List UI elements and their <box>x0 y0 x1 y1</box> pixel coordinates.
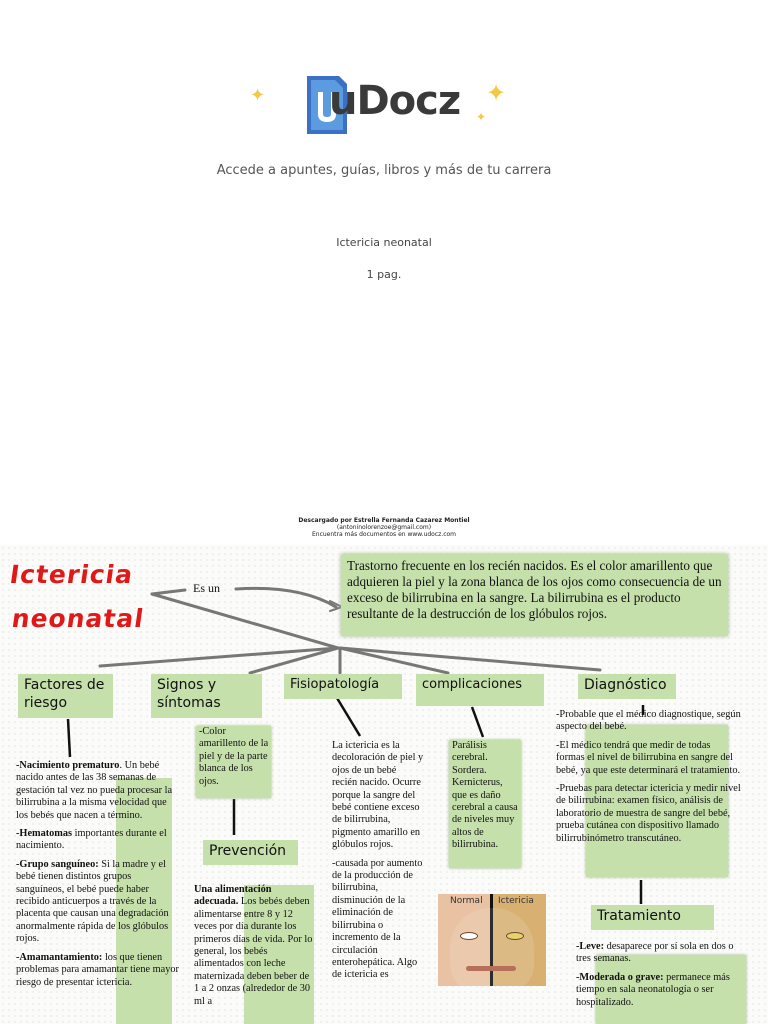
download-link[interactable]: Encuentra más documentos en www.udocz.co… <box>311 531 457 538</box>
icteric-eye <box>506 932 524 940</box>
connector-label: Es un <box>193 581 220 595</box>
label-diagnostico: Diagnóstico <box>578 674 676 699</box>
jaundice-comparison-image: Normal Ictericia <box>438 894 546 986</box>
label-signos-sintomas: Signos y síntomas <box>151 674 262 718</box>
diagnostico-box <box>586 725 728 877</box>
label-factores-riesgo: Factores de riesgo <box>18 674 113 718</box>
document-title: Ictericia neonatal <box>336 236 432 249</box>
download-email: (antoninolorenzoe@gmail.com) <box>336 524 432 531</box>
icteric-label: Ictericia <box>498 896 534 906</box>
highlight-block <box>116 778 172 1024</box>
udocz-logo-icon <box>307 76 347 134</box>
normal-eye <box>460 932 478 940</box>
factores-text: -Nacimiento prematuro. Un bebé nacido an… <box>16 760 179 988</box>
diagnostico-text: -Probable que el médico diagnostique, se… <box>556 709 741 844</box>
label-complicaciones: complicaciones <box>416 674 544 706</box>
normal-label: Normal <box>450 896 483 906</box>
label-fisiopatologia: Fisiopatología <box>284 674 402 699</box>
definition-box: Trastorno frecuente en los recién nacido… <box>341 554 728 636</box>
label-tratamiento: Tratamiento <box>591 905 714 930</box>
sparkle-icon: ✦ <box>250 85 266 106</box>
sparkle-icon: ✦ <box>486 79 507 107</box>
download-credit: Descargado por Estrella Fernanda Cazarez… <box>298 517 470 524</box>
map-title-line1: Ictericia <box>7 560 136 589</box>
document-cover: ✦ ✦ ✦ uDocz Accede a apuntes, guías, lib… <box>216 72 552 538</box>
map-title-line2: neonatal <box>9 604 147 633</box>
tagline: Accede a apuntes, guías, libros y más de… <box>216 163 552 178</box>
sparkle-icon: ✦ <box>476 110 487 124</box>
tratamiento-text: -Leve: desaparece por sí sola en dos o t… <box>576 941 734 1008</box>
complicaciones-box <box>449 740 521 868</box>
connector-lines <box>66 586 645 904</box>
signos-text: -Color amarillento de la piel y de la pa… <box>199 726 269 787</box>
brand-name: uDocz <box>329 78 461 124</box>
fisio-text: La ictericia es la decoloración de piel … <box>332 740 424 981</box>
tratamiento-box <box>596 955 746 1024</box>
label-prevencion: Prevención <box>203 840 298 865</box>
page-count: 1 pag. <box>366 268 402 281</box>
prevencion-text: Una alimentación adecuada. Los bebés deb… <box>194 884 313 1007</box>
signos-box <box>196 726 271 798</box>
udocz-logo[interactable]: uDocz <box>305 72 465 138</box>
highlight-block <box>244 885 314 1024</box>
complicaciones-text: Parálisis cerebral. Sordera. Kernicterus… <box>452 740 518 851</box>
